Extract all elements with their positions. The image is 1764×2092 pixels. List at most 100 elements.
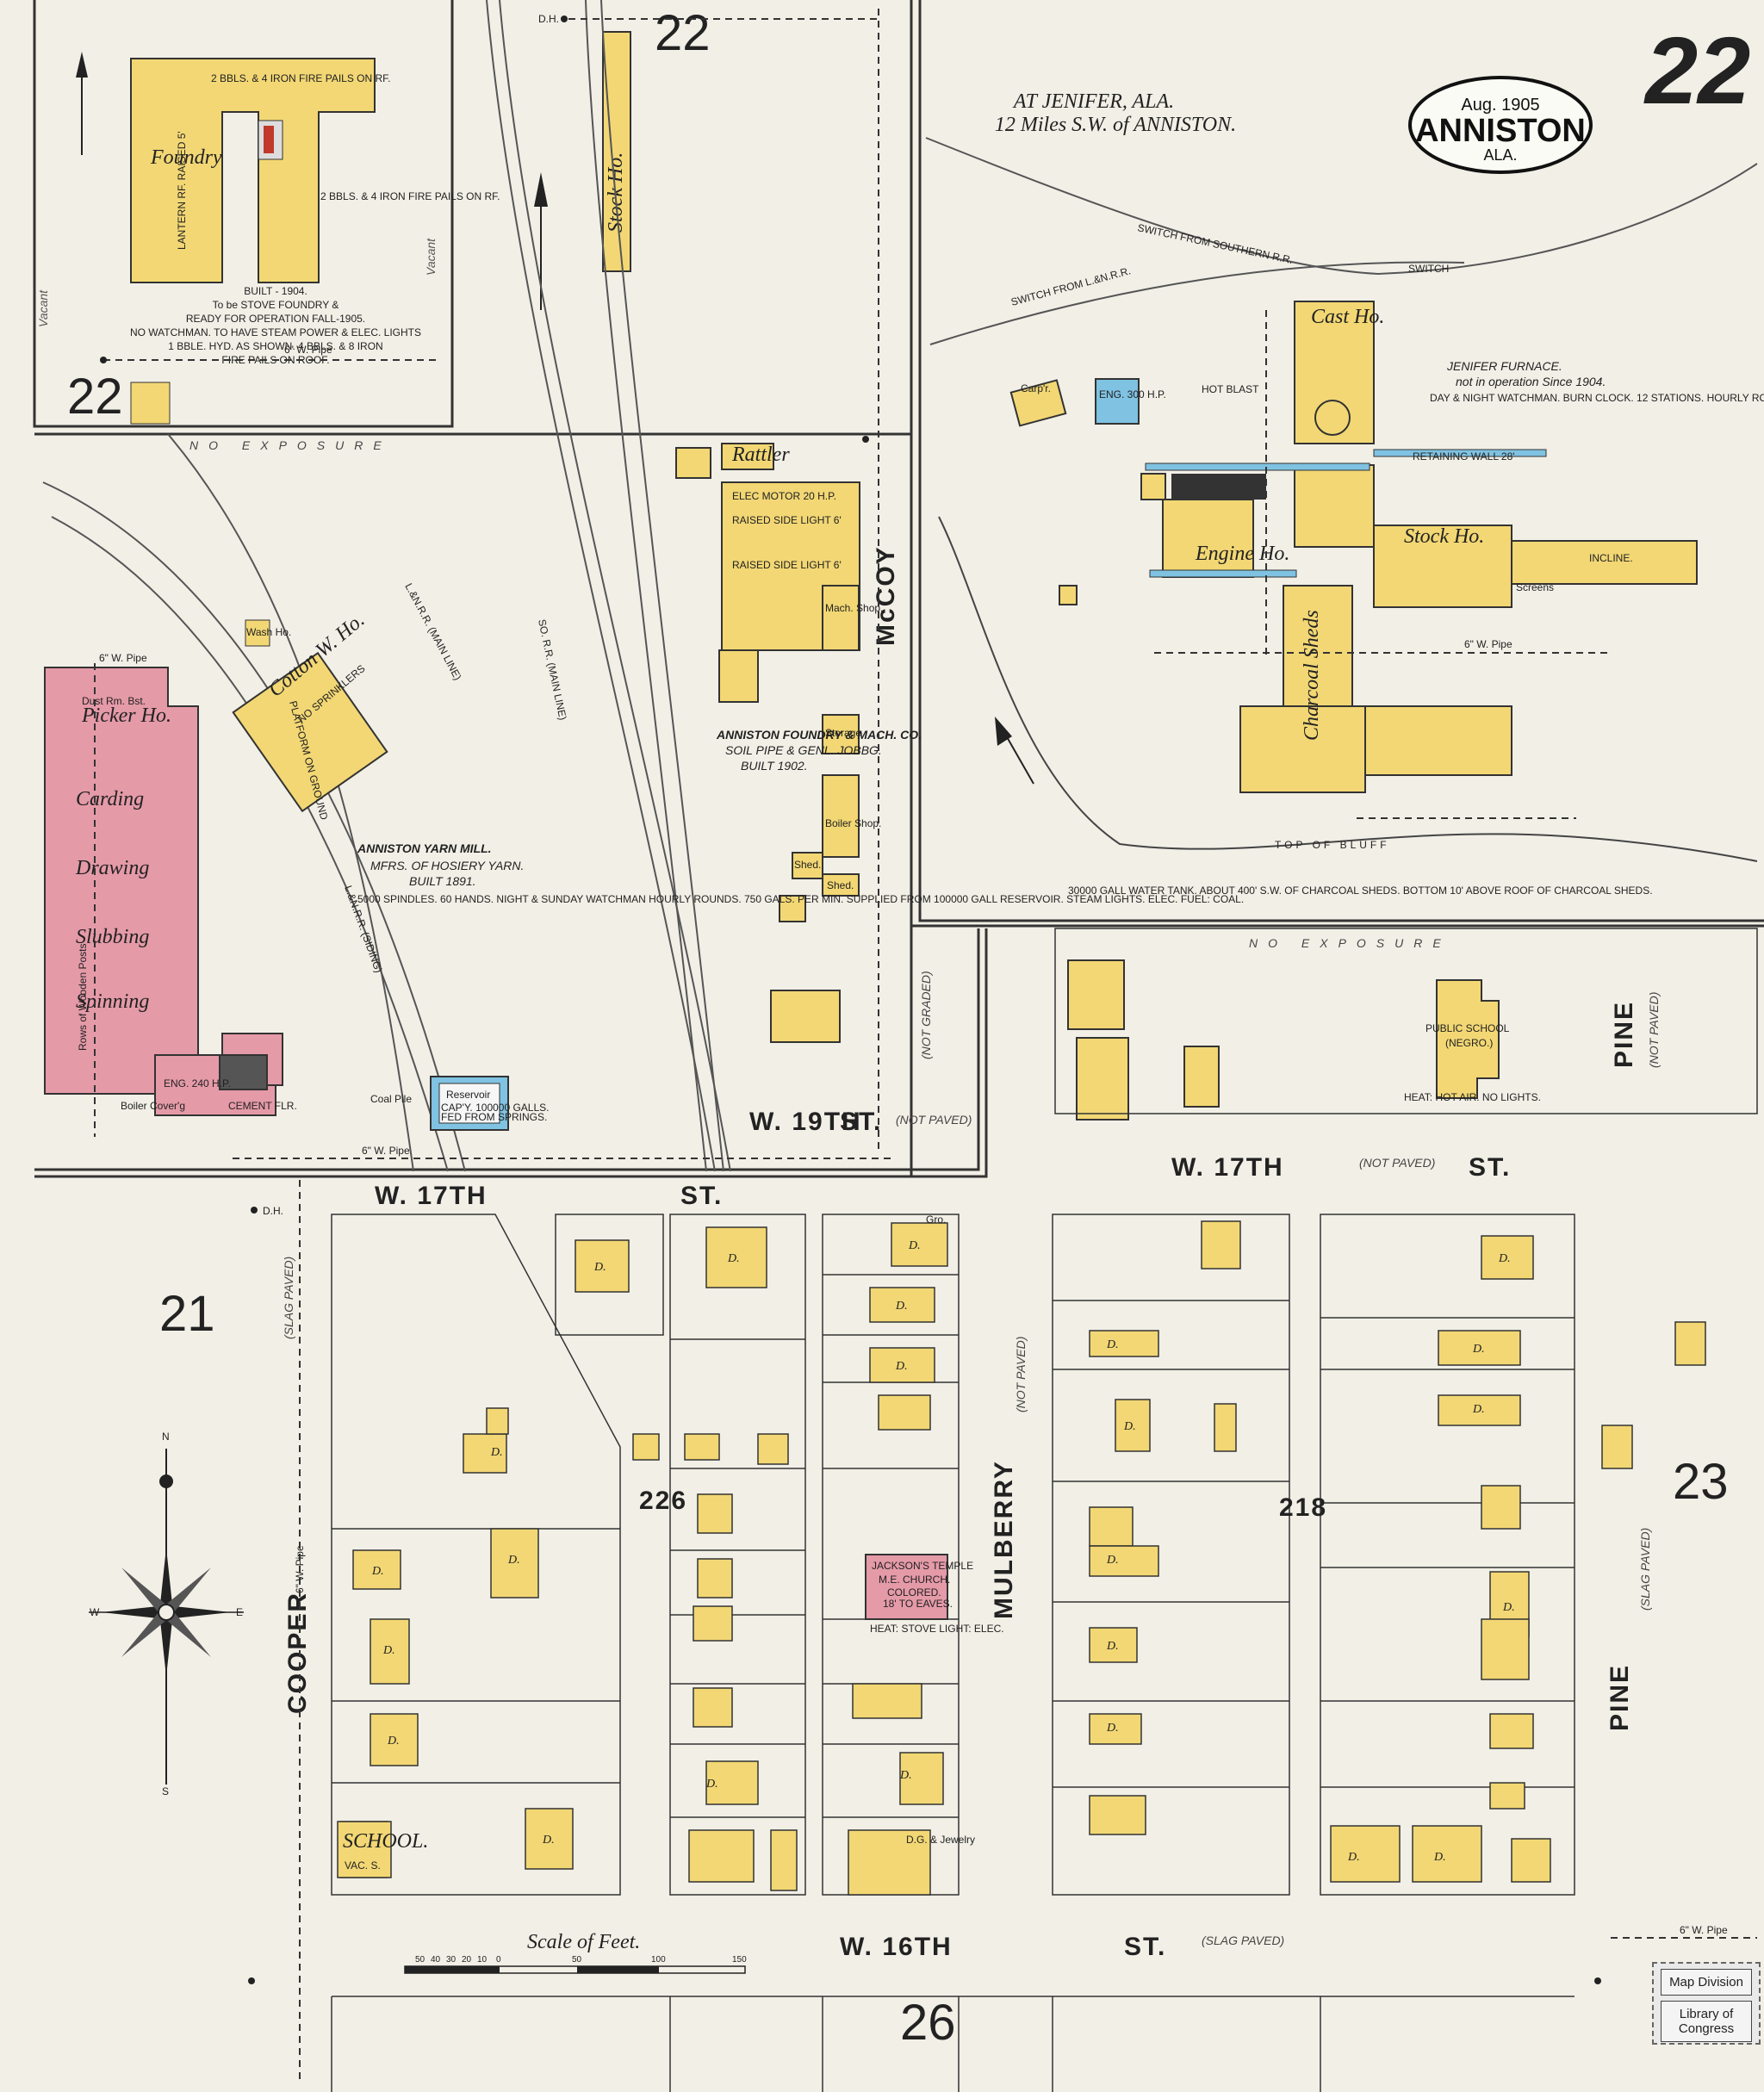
- dust-room-label: Dust Rm. Bst.: [82, 695, 146, 707]
- foundry-note-1: BUILT - 1904.: [244, 285, 307, 297]
- retaining-wall-1: [1145, 462, 1370, 471]
- tank-note: 30000 GALL WATER TANK. ABOUT 400' S.W. O…: [1068, 885, 1653, 897]
- w16-street: W. 16TH: [840, 1933, 953, 1961]
- stamp-library: Library of Congress: [1661, 2001, 1752, 2042]
- stamp-division: Map Division: [1661, 1969, 1752, 1996]
- block-outline-upper: [1054, 928, 1758, 1114]
- public-school-sub: (NEGRO.): [1445, 1037, 1493, 1049]
- block-218-dwellings: [1089, 1220, 1706, 1883]
- pipe-label-foundry: 6" W. Pipe: [284, 344, 332, 356]
- foundry-pails-top: 2 BBLS. & 4 IRON FIRE PAILS ON RF.: [211, 72, 391, 84]
- wash-house: [245, 619, 270, 647]
- mulberry-not-paved: (NOT PAVED): [1014, 1337, 1028, 1412]
- library-stamp: Map Division Library of Congress: [1652, 1962, 1761, 2045]
- yarn-mill-line2: MFRS. OF HOSIERY YARN.: [370, 859, 524, 872]
- bluff-line: [938, 516, 1758, 862]
- svg-text:D.: D.: [1106, 1338, 1119, 1351]
- svg-text:D.: D.: [899, 1769, 912, 1782]
- pipe-label-bottom: 6" W. Pipe: [362, 1145, 410, 1157]
- svg-text:D.: D.: [1472, 1343, 1485, 1356]
- church-heat: HEAT: STOVE LIGHT: ELEC.: [870, 1623, 1004, 1635]
- dh-label-top: D.H.: [538, 13, 559, 25]
- grocery-label: Gro.: [926, 1214, 946, 1226]
- stock-ho-label: Stock Ho.: [1404, 525, 1484, 548]
- svg-text:D.: D.: [542, 1834, 555, 1847]
- dh-label-lower: D.H.: [263, 1205, 283, 1217]
- cement-floor-label: CEMENT FLR.: [228, 1100, 297, 1112]
- adjacent-sheet-top: 22: [655, 5, 711, 61]
- pipe-label-mill: 6" W. Pipe: [99, 652, 147, 664]
- svg-text:D.: D.: [1106, 1722, 1119, 1735]
- public-school-heat: HEAT: HOT AIR. NO LIGHTS.: [1404, 1091, 1541, 1103]
- screens-label: Screens: [1516, 581, 1554, 593]
- w17-right-street: W. 17TH: [1171, 1153, 1284, 1182]
- svg-text:D.: D.: [1106, 1640, 1119, 1653]
- public-school-name: PUBLIC SCHOOL: [1425, 1022, 1510, 1034]
- foundry-label: Foundry: [150, 146, 222, 169]
- scale-bar: [404, 1965, 746, 1974]
- raised-light-a: RAISED SIDE LIGHT 6': [732, 514, 842, 526]
- jenifer-details: DAY & NIGHT WATCHMAN. BURN CLOCK. 12 STA…: [1430, 392, 1764, 404]
- w17-left-street: W. 17TH: [375, 1182, 488, 1210]
- engine-ho-label: Engine Ho.: [1195, 543, 1289, 565]
- svg-text:D.: D.: [387, 1735, 400, 1747]
- elec-motor-label: ELEC MOTOR 20 H.P.: [732, 490, 836, 502]
- w17-right-st: ST.: [1469, 1153, 1511, 1182]
- picker-label: Picker Ho.: [81, 705, 171, 727]
- svg-text:D.: D.: [1347, 1851, 1360, 1864]
- block-226-number: 226: [639, 1487, 687, 1515]
- switch-track-sr: [925, 137, 1758, 276]
- map-city: ANNISTON: [1415, 113, 1586, 149]
- svg-text:D.: D.: [1433, 1851, 1446, 1864]
- svg-text:40: 40: [431, 1955, 441, 1965]
- scale-ticks: 50 40 30 20 10 0 50 100 150: [415, 1955, 747, 1965]
- vacant-label-right: Vacant: [424, 238, 438, 276]
- rattler-label: Rattler: [731, 444, 790, 466]
- reservoir-inner: [438, 1083, 500, 1124]
- cooper-street: COOPER: [283, 1592, 312, 1714]
- foundry-note-5: 1 BBLE. HYD. AS SHOWN. 4 BBLS. & 8 IRON: [168, 340, 382, 352]
- yarn-mill-line1: ANNISTON YARN MILL.: [357, 841, 492, 855]
- drawing-label: Drawing: [75, 857, 149, 879]
- foundry-co-line1: ANNISTON FOUNDRY & MACH. CO.: [716, 728, 922, 742]
- coal-pile-label: Coal Pile: [370, 1093, 412, 1105]
- compass-e: E: [236, 1606, 243, 1618]
- jenifer-location-1: AT JENIFER, ALA.: [1012, 90, 1174, 113]
- boiler-shop-label: Boiler Shop.: [825, 817, 881, 829]
- svg-text:150: 150: [732, 1955, 747, 1965]
- spinning-label: Spinning: [76, 990, 149, 1013]
- boiler-cover-label: Boiler Cover'g: [121, 1100, 185, 1112]
- svg-text:D.: D.: [1498, 1252, 1511, 1265]
- switch-track-lnr: [929, 261, 1465, 345]
- title-cartouche: [1408, 76, 1593, 174]
- jewelry-label: D.G. & Jewelry: [906, 1834, 975, 1846]
- mach-shop-label: Mach. Shop.: [825, 602, 883, 614]
- compass-w: W: [90, 1606, 100, 1618]
- svg-text:D.: D.: [490, 1446, 503, 1459]
- foundry-pails-side: 2 BBLS. & 4 IRON FIRE PAILS ON RF.: [320, 190, 500, 202]
- compass-n: N: [162, 1431, 170, 1443]
- svg-text:100: 100: [651, 1955, 666, 1965]
- school-sub: VAC. S.: [345, 1859, 381, 1872]
- retaining-wall-3: [1149, 569, 1297, 578]
- adjacent-sheet-left: 21: [159, 1286, 215, 1342]
- carding-label: Carding: [76, 788, 144, 810]
- w19-not-paved: (NOT PAVED): [896, 1113, 972, 1127]
- svg-text:20: 20: [462, 1955, 472, 1965]
- svg-text:D.: D.: [727, 1252, 740, 1265]
- foundry-note-4: NO WATCHMAN. TO HAVE STEAM POWER & ELEC.…: [130, 326, 421, 338]
- svg-text:10: 10: [477, 1955, 488, 1965]
- north-arrow-main-head: [534, 172, 548, 207]
- jenifer-name: JENIFER FURNACE.: [1446, 359, 1562, 373]
- svg-text:D.: D.: [705, 1778, 718, 1791]
- engine-label: ENG. 240 H.P.: [164, 1077, 231, 1089]
- school-building: [337, 1821, 392, 1878]
- reservoir-cap: CAP'Y. 100000 GALLS.: [441, 1102, 550, 1114]
- jenifer-pipe-label: 6" W. Pipe: [1464, 638, 1512, 650]
- svg-text:D.: D.: [593, 1261, 606, 1274]
- w19-st: ST.: [840, 1108, 882, 1136]
- w19-street: W. 19TH: [749, 1108, 862, 1136]
- dh-markers: [100, 16, 1601, 1984]
- w16-st: ST.: [1124, 1933, 1166, 1961]
